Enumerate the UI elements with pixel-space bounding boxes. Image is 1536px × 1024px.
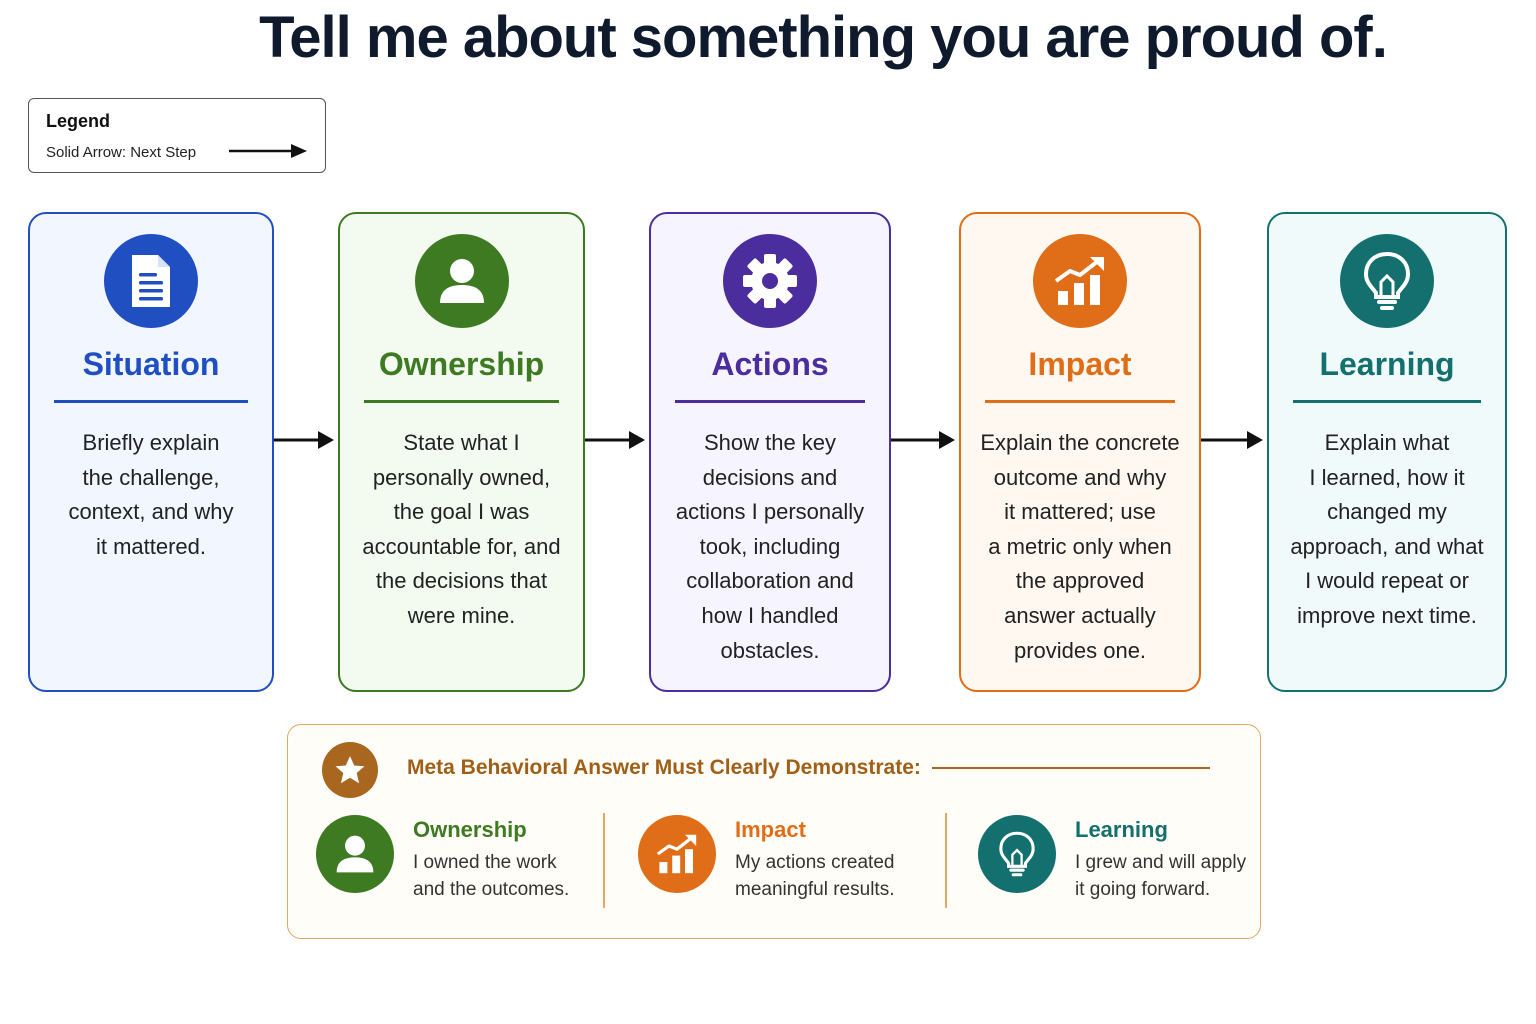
- divider: [985, 400, 1175, 403]
- step-title: Learning: [1319, 346, 1455, 382]
- flow-arrow-icon: [274, 431, 334, 449]
- legend-item-label: Solid Arrow: Next Step: [46, 144, 197, 161]
- lightbulb-icon: [1340, 234, 1434, 328]
- flow-arrow-icon: [585, 431, 645, 449]
- flow-arrow-icon: [891, 431, 955, 449]
- divider: [603, 813, 605, 908]
- step-title: Impact: [1028, 346, 1132, 382]
- meta-item-title: Learning: [1075, 817, 1168, 842]
- legend-title: Legend: [46, 111, 111, 131]
- person-icon: [414, 234, 509, 328]
- flow-arrow-icon: [1201, 431, 1263, 449]
- divider: [932, 767, 1210, 769]
- meta-summary-panel: Meta Behavioral Answer Must Clearly Demo…: [287, 724, 1261, 939]
- step-title: Actions: [711, 346, 829, 382]
- divider: [54, 400, 248, 403]
- step-title: Situation: [82, 346, 220, 382]
- chart-icon: [638, 815, 716, 893]
- gear-icon: [723, 234, 817, 328]
- solid-arrow-icon: [229, 144, 307, 158]
- legend: Legend Solid Arrow: Next Step: [28, 98, 326, 173]
- meta-item-title: Ownership: [413, 817, 527, 842]
- divider: [675, 400, 865, 403]
- step-title: Ownership: [378, 346, 545, 382]
- lightbulb-icon: [978, 815, 1056, 893]
- star-icon: [322, 742, 378, 798]
- meta-heading: Meta Behavioral Answer Must Clearly Demo…: [407, 756, 921, 779]
- meta-item-title: Impact: [735, 817, 806, 842]
- document-icon: [104, 234, 198, 328]
- page-title: Tell me about something you are proud of…: [259, 5, 1388, 70]
- divider: [364, 400, 559, 403]
- divider: [945, 813, 947, 908]
- person-icon: [316, 815, 394, 893]
- divider: [1293, 400, 1481, 403]
- chart-icon: [1033, 234, 1127, 328]
